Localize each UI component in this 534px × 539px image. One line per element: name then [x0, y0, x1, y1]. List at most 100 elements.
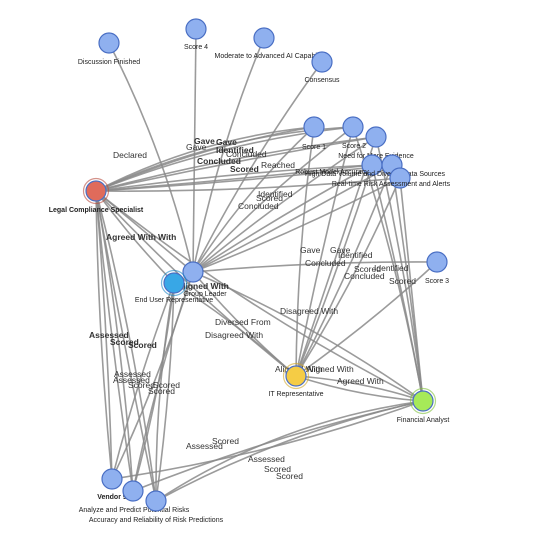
edge-label: Gave — [194, 136, 215, 146]
node-group_leader[interactable]: Group Leader — [182, 261, 227, 298]
edge-label: Assessed — [113, 375, 150, 385]
node-score1[interactable]: Score 1 — [302, 116, 326, 151]
edge-label: Identified — [338, 250, 373, 260]
node-score4[interactable]: Score 4 — [184, 18, 208, 51]
edge-label: Assessed — [114, 369, 151, 379]
edge-label: Scored — [153, 380, 180, 390]
edge-label: Aligned With — [177, 281, 229, 291]
node-circle[interactable] — [426, 251, 448, 273]
edge-financial-to-realtime — [399, 177, 424, 402]
edge-label: Gave — [300, 245, 321, 255]
node-circle[interactable] — [101, 468, 123, 490]
edge-label: Scored — [354, 264, 381, 274]
edge-label: Scored — [128, 380, 155, 390]
node-vendor9[interactable]: Vendor 9 — [97, 468, 127, 501]
node-circle[interactable] — [303, 116, 325, 138]
node-circle[interactable] — [85, 180, 107, 202]
edge-group_leader-to-realtime — [192, 177, 401, 273]
node-circle[interactable] — [285, 365, 307, 387]
edge-label: Identified — [216, 145, 254, 155]
node-circle[interactable] — [412, 390, 434, 412]
node-realtime[interactable]: Real-time Risk Assessment and Alerts — [332, 167, 451, 189]
edge-discussion-to-group_leader — [108, 42, 194, 273]
edge-it_rep-to-robust — [295, 164, 373, 377]
edge-financial-to-accuracy — [155, 400, 424, 502]
node-moderate[interactable]: Moderate to Advanced AI Capability — [215, 27, 326, 60]
edge-label: Reached — [261, 160, 295, 170]
node-end_user[interactable]: End User Representative — [135, 269, 213, 305]
node-consensus[interactable]: Consensus — [304, 51, 340, 84]
edge-label: Agreed With — [106, 232, 156, 242]
node-circle[interactable] — [253, 27, 275, 49]
node-score2[interactable]: Score 2 — [342, 116, 366, 150]
node-halo — [282, 362, 310, 390]
node-circle[interactable] — [98, 32, 120, 54]
edge-group_leader-to-score2 — [192, 126, 354, 273]
node-label: End User Representative — [135, 297, 213, 304]
edge-label: Diversed From — [215, 317, 271, 327]
node-circle[interactable] — [311, 51, 333, 73]
edge-label: Assessed — [248, 454, 285, 464]
node-label: Real-time Risk Assessment and Alerts — [332, 181, 451, 188]
edge-group_leader-to-need_evidence — [192, 136, 377, 273]
node-circle[interactable] — [182, 261, 204, 283]
edges-layer — [95, 28, 438, 502]
node-analyze[interactable]: Analyze and Predict Potential Risks — [79, 480, 190, 514]
edge-label: Assessed — [186, 441, 223, 451]
node-label: Consensus — [304, 77, 340, 84]
edge-moderate-to-group_leader — [192, 37, 265, 273]
node-discussion[interactable]: Discussion Finished — [78, 32, 140, 66]
edge-end_user-to-accuracy — [155, 282, 175, 502]
node-label: Analyze and Predict Potential Risks — [79, 507, 190, 514]
node-label: Accuracy and Reliability of Risk Predict… — [89, 517, 224, 524]
edge-label: Gave — [186, 142, 207, 152]
node-circle[interactable] — [163, 272, 185, 294]
edge-label: Gave — [330, 245, 351, 255]
node-label: Score 2 — [342, 143, 366, 150]
edge-label: Concluded — [226, 149, 267, 159]
edge-label: With — [158, 232, 176, 242]
node-circle[interactable] — [389, 167, 411, 189]
node-circle[interactable] — [145, 490, 167, 512]
edge-it_rep-to-financial — [295, 375, 424, 402]
node-score3[interactable]: Score 3 — [425, 251, 449, 285]
edge-legal-to-vendor9 — [95, 190, 113, 480]
node-halo — [409, 387, 437, 415]
node-circle[interactable] — [185, 18, 207, 40]
edge-label: Concluded — [238, 201, 279, 211]
node-label: Financial Analyst — [397, 417, 450, 424]
edge-it_rep-to-realtime — [295, 177, 401, 377]
node-label: Robust Model Accuracy — [295, 169, 369, 176]
edge-group_leader-to-robust — [192, 164, 373, 273]
edge-it_rep-to-diverse — [295, 164, 393, 377]
node-circle[interactable] — [342, 116, 364, 138]
edge-it_rep-to-financial — [295, 375, 424, 402]
node-label: High Data Volume and Diverse Data Source… — [305, 171, 446, 178]
nodes-layer: Discussion Finished Score 4 Moderate to Ad… — [49, 18, 451, 524]
edge-it_rep-to-score3 — [295, 261, 438, 377]
edge-label: Declared — [113, 150, 147, 160]
edge-label: Concluded — [344, 271, 385, 281]
node-label: Score 3 — [425, 278, 449, 285]
edge-legal-to-need_evidence — [95, 136, 377, 192]
node-legal[interactable]: Legal Compliance Specialist — [49, 177, 144, 215]
node-halo — [160, 269, 188, 297]
edge-group_leader-to-score1 — [192, 126, 315, 273]
node-label: Group Leader — [183, 291, 227, 298]
node-label: IT Representative — [268, 391, 323, 398]
node-circle[interactable] — [365, 126, 387, 148]
edge-label: Scored — [256, 193, 283, 203]
edge-it_rep-to-score2 — [295, 126, 354, 377]
edge-label: Disagreed With — [280, 306, 338, 316]
node-financial[interactable]: Financial Analyst — [397, 387, 450, 425]
node-accuracy[interactable]: Accuracy and Reliability of Risk Predict… — [89, 490, 224, 524]
node-label: Score 4 — [184, 44, 208, 51]
edge-label: Aligned With — [306, 364, 354, 374]
edge-label: Gave — [216, 137, 237, 147]
edge-label: Disagreed With — [205, 330, 263, 340]
node-it_rep[interactable]: IT Representative — [268, 362, 324, 399]
edge-label: Scored — [230, 164, 259, 174]
edge-legal-to-score1 — [95, 126, 315, 192]
node-circle[interactable] — [122, 480, 144, 502]
